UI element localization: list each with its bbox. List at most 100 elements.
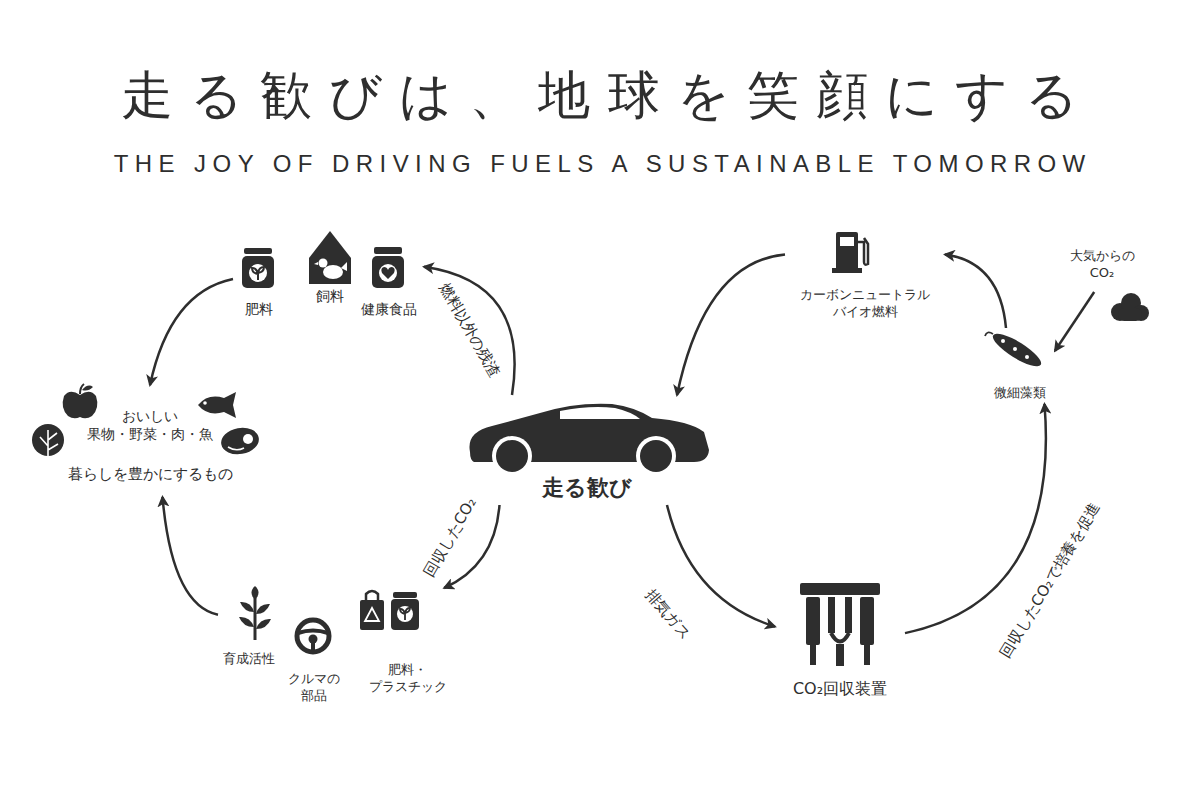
node-label: 大気からの CO₂ xyxy=(1070,248,1135,282)
co2-cloud-icon xyxy=(1118,308,1142,321)
health-food-jar-icon xyxy=(372,247,404,288)
car-icon xyxy=(560,407,640,419)
node-label: 健康食品 xyxy=(361,300,417,318)
recycled-bag-icon xyxy=(360,600,384,630)
node-label: カーボンニュートラル バイオ燃料 xyxy=(800,287,930,321)
fuel-pump-icon xyxy=(832,268,862,273)
text-run: 走る歓び xyxy=(542,475,632,500)
text-run: 微細藻類 xyxy=(994,385,1046,400)
node-label: CO₂回収装置 xyxy=(793,679,887,700)
health-food-jar-icon xyxy=(379,264,397,282)
fuel-pump-icon xyxy=(832,232,868,273)
subtitle: THE JOY OF DRIVING FUELS A SUSTAINABLE T… xyxy=(0,150,1199,179)
steak-icon xyxy=(219,425,261,457)
hero-car-node: 走る歓び xyxy=(462,395,712,505)
co2-capture-device-icon xyxy=(831,633,849,642)
text-run: バイオ燃料 xyxy=(833,304,898,319)
node-label: 育成活性 xyxy=(223,651,275,668)
microalgae-node: 微細藻類 xyxy=(985,328,1055,404)
plant-growth-icon xyxy=(254,598,257,640)
edge-label: 回収したCO₂で培養を促進 xyxy=(995,496,1105,663)
node-label: おいしい 果物・野菜・肉・魚 xyxy=(87,407,213,443)
text-run: 肥料 xyxy=(245,301,273,317)
edge-label: 燃料以外の残渣 xyxy=(434,277,505,382)
edge-label: 排気ガス xyxy=(640,583,697,645)
plant-growth-icon xyxy=(239,586,271,640)
car-icon xyxy=(469,404,709,476)
node-label: 飼料 xyxy=(316,287,344,305)
steak-icon xyxy=(243,434,253,444)
fuel-pump-icon xyxy=(836,232,858,270)
cabbage-icon xyxy=(40,430,58,456)
plant-growth-icon xyxy=(256,604,270,614)
feed-barn-icon xyxy=(341,262,347,271)
flow-arrow xyxy=(163,497,219,615)
steak-icon xyxy=(219,425,261,457)
car-icon xyxy=(640,440,672,472)
text-run: 飼料 xyxy=(316,288,344,304)
health-food-jar-icon xyxy=(381,267,394,279)
fertilizer-plastic-node: 肥料・ プラスチック xyxy=(355,588,460,698)
steering-wheel-icon xyxy=(297,620,329,652)
main-title: 走る歓びは、地球を笑顔にする xyxy=(0,64,1199,126)
microalgae-icon xyxy=(1001,339,1005,343)
car-icon xyxy=(496,440,528,472)
feed-barn-icon xyxy=(323,265,343,279)
text-run: CO₂ xyxy=(1090,265,1115,280)
feed-barn-icon xyxy=(309,231,351,284)
fertilizer-jar-icon xyxy=(249,264,267,282)
feed-barn-icon xyxy=(314,262,318,265)
recycled-bag-icon xyxy=(360,591,384,630)
car-icon xyxy=(636,436,676,476)
plant-growth-icon xyxy=(239,617,254,627)
co2-capture-node: CO₂回収装置 xyxy=(775,572,905,702)
node-label: 肥料・ プラスチック xyxy=(369,662,447,696)
fertilizer-jar-icon xyxy=(391,599,419,630)
fertilizer-jar-icon xyxy=(397,606,413,622)
fertilizer-jar-icon xyxy=(242,256,274,288)
fish-icon xyxy=(203,401,207,405)
plant-growth-icon xyxy=(252,586,259,600)
text-run: クルマの xyxy=(288,671,340,686)
text-run: プラスチック xyxy=(369,679,447,694)
flow-arrow xyxy=(150,279,233,385)
co2-capture-device-icon xyxy=(836,644,844,666)
flow-arrow xyxy=(677,254,785,395)
flow-arrow xyxy=(424,267,515,395)
node-label: 走る歓び xyxy=(542,474,632,503)
biofuel-node: カーボンニュートラル バイオ燃料 xyxy=(785,225,945,323)
microalgae-icon xyxy=(985,328,1045,371)
plant-growth-icon xyxy=(240,602,254,612)
microalgae-icon xyxy=(985,332,993,336)
text-run: 大気からの xyxy=(1070,248,1135,263)
text-run: CO₂回収装置 xyxy=(793,679,887,698)
co2-capture-device-icon xyxy=(806,597,820,645)
cabbage-icon xyxy=(32,424,64,456)
feed-barn-icon xyxy=(319,259,328,268)
co2-capture-device-icon xyxy=(860,597,874,645)
fish-icon xyxy=(198,392,236,418)
fertilizer-node: 肥料 xyxy=(233,238,285,320)
co2-capture-device-icon xyxy=(800,583,880,666)
cabbage-icon xyxy=(32,424,64,456)
co2-capture-device-icon xyxy=(828,597,835,633)
text-run: 肥料・ xyxy=(388,662,427,677)
microalgae-icon xyxy=(989,328,1045,371)
plant-growth-icon xyxy=(256,619,271,629)
flow-arrow xyxy=(945,254,1006,328)
text-run: 果物・野菜・肉・魚 xyxy=(87,426,213,442)
fish-icon xyxy=(198,392,236,418)
fertilizer-jar-icon xyxy=(244,248,272,254)
node-label: 肥料 xyxy=(245,300,273,318)
steering-wheel-icon xyxy=(298,631,328,652)
car-icon xyxy=(492,436,532,476)
health-food-jar-icon xyxy=(372,256,404,288)
atmosphere-co2-node: 大気からの CO₂ xyxy=(1063,248,1141,292)
fuel-pump-icon xyxy=(858,238,868,265)
microalgae-icon xyxy=(1025,355,1029,359)
microalgae-icon xyxy=(1013,347,1017,351)
car-parts-node: クルマの 部品 xyxy=(282,615,346,707)
co2-capture-device-icon xyxy=(864,645,870,665)
text-run: カーボンニュートラル xyxy=(800,287,930,302)
apple-icon xyxy=(82,386,93,391)
